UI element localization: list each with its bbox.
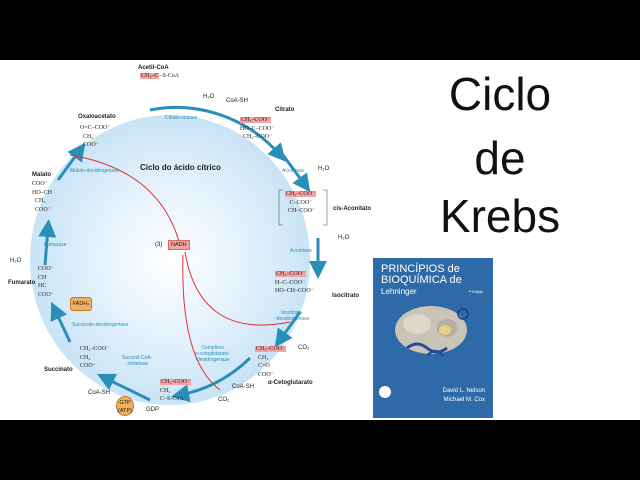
title-line-1: Ciclo <box>448 68 552 120</box>
book-author-1: David L. Nelson <box>442 388 485 394</box>
nadh-line-malato <box>69 154 181 246</box>
arrow-succinato-desid <box>50 301 72 343</box>
label-citrato: Citrato <box>275 107 295 113</box>
succinil-coa-structure: CH₂–COO⁻ CH₂ C–S-CoA <box>160 379 192 402</box>
cetoglutarato-structure: CH₂–COO⁻ CH₂ C=O COO⁻ <box>255 346 287 378</box>
arrow-malato-desid <box>56 142 86 181</box>
gdp: GDP <box>146 407 160 413</box>
co2-2: CO₂ <box>218 397 230 403</box>
label-oxaloacetato: Oxaloacetato <box>78 114 116 120</box>
bracket-left <box>278 189 283 226</box>
book-title-line-3: Lehninger <box>381 287 417 296</box>
cycle-background <box>30 115 310 405</box>
label-cis-aconitato: cis-Aconitato <box>333 206 372 212</box>
nadh-count: (3) <box>155 242 163 248</box>
book-edition: 7ª Edição <box>468 290 483 294</box>
book-author-2: Michael M. Cox <box>443 397 485 403</box>
center-title: Ciclo do ácido cítrico <box>140 163 221 172</box>
label-fumarato: Fumarato <box>8 280 36 286</box>
enzyme-succinato-desid: Succinato-desidrogenase <box>72 322 129 328</box>
isocitrato-structure: CH₂–COO⁻ H–C–COO⁻ HO–CH–COO⁻ <box>275 271 314 294</box>
cis-aconitato-structure: CH₂–COO⁻ C–COO⁻ CH–COO⁻ <box>285 191 317 214</box>
enzyme-malato-desid: Malato-desidrogenase <box>70 168 120 174</box>
malato-structure: COO⁻ HO–CH CH₂ COO⁻ <box>32 181 53 213</box>
enzyme-citrato-sintase: Citrato-sintase <box>165 115 198 121</box>
fumarato-structure: COO⁻ CH HC COO⁻ <box>38 266 54 298</box>
fadh2-badge: FADH₂ <box>70 297 92 311</box>
title-line-2: de <box>474 132 526 184</box>
coash-3: CoA-SH <box>88 390 111 396</box>
acetil-coa-structure: CH₃–C–S-CoA <box>140 73 180 79</box>
label-cetoglutarato: α-Cetoglutarato <box>268 380 313 386</box>
label-succinato: Succinato <box>44 367 73 373</box>
arrow-cetoglutarato <box>171 356 252 403</box>
lehninger-book-cover: PRINCÍPIOS de BIOQUÍMICA de Lehninger 7ª… <box>373 258 493 418</box>
gtp-atp-badge: GTP(ATP) <box>116 396 134 416</box>
enzyme-fumarase: Fumarase <box>44 242 67 248</box>
enzyme-aconitase-2: Aconitase <box>290 248 312 254</box>
h2o-3: H₂O <box>338 235 350 241</box>
arrow-succinil <box>96 373 151 402</box>
arrow-citrato-sintase <box>149 105 286 162</box>
h2o-1: H₂O <box>203 94 215 100</box>
publisher-logo <box>379 386 391 398</box>
arrow-fumarase <box>38 219 57 266</box>
video-frame: Acetil-CoA Citrato cis-Aconitato Isocitr… <box>0 60 640 420</box>
h2o-4: H₂O <box>10 258 22 264</box>
bottom-letterbox <box>0 420 640 480</box>
h2o-2: H₂O <box>318 166 330 172</box>
arrow-isocitrato <box>274 311 302 348</box>
top-letterbox <box>0 0 640 60</box>
coash-1: CoA-SH <box>226 98 249 104</box>
krebs-cycle-diagram: Acetil-CoA Citrato cis-Aconitato Isocitr… <box>0 60 371 420</box>
title-line-3: Krebs <box>439 190 561 242</box>
nadh-box: NADH <box>168 240 190 250</box>
label-acetil-coa: Acetil-CoA <box>138 65 169 71</box>
book-title-line-2: BIOQUÍMICA de <box>381 274 462 286</box>
nadh-line-cetoglutarato <box>182 254 221 391</box>
arrow-aconitase-1 <box>281 154 311 193</box>
coash-2: CoA-SH <box>232 384 255 390</box>
book-title-line-1: PRINCÍPIOS de <box>381 263 460 275</box>
bracket-right <box>323 189 328 226</box>
cycle-graphics <box>30 105 328 405</box>
citrato-structure: CH₂–COO⁻ HO–C–COO⁻ CH₂–COO⁻ <box>240 117 275 140</box>
enzyme-aconitase-1: Aconitase <box>282 168 304 174</box>
protein-structure-image <box>395 306 469 357</box>
label-malato: Malato <box>32 172 52 178</box>
enzyme-succinil-coa: Succinil-CoA--sintetase <box>122 355 153 367</box>
succinato-structure: CH₂–COO⁻ CH₂ COO⁻ <box>80 346 110 369</box>
oxaloacetato-structure: O=C–COO⁻ CH₂ COO⁻ <box>80 125 111 148</box>
co2-1: CO₂ <box>298 345 310 351</box>
nadh-line-isocitrato <box>184 251 291 326</box>
label-isocitrato: Isocitrato <box>332 293 360 299</box>
enzyme-isocitrato-desid: Isocitrato--desidrogenase <box>275 310 310 322</box>
